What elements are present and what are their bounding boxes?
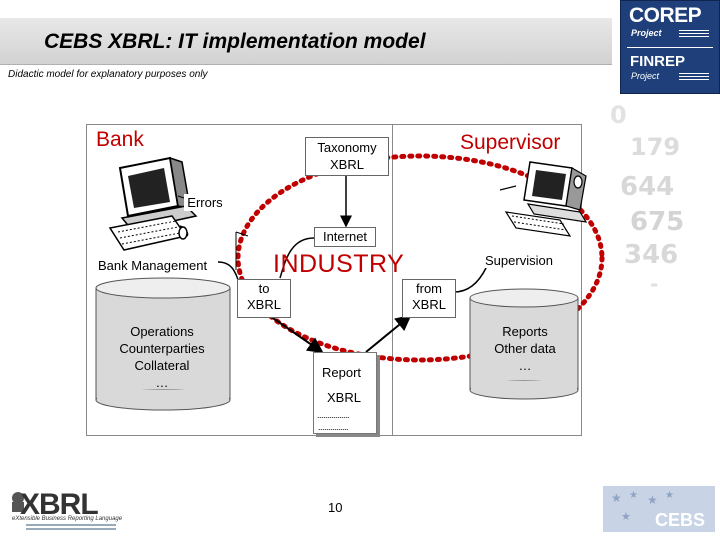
svg-text:★: ★ — [647, 493, 658, 507]
bank-db-item: Collateral — [134, 358, 190, 373]
toxbrl-to-report-arrow — [269, 315, 324, 354]
xbrl-logo — [6, 488, 122, 532]
svg-text:0: 0 — [610, 101, 627, 129]
bank-db-item: Operations — [130, 324, 194, 339]
supervisor-db-item: Reports — [502, 324, 548, 339]
svg-text:179: 179 — [630, 133, 680, 161]
report-to-fromxbrl-arrow — [365, 314, 412, 353]
stripes-icon — [679, 30, 709, 39]
svg-text:★: ★ — [611, 491, 622, 505]
page-number: 10 — [328, 500, 343, 515]
bank-db-item: Counterparties — [119, 341, 205, 356]
taxonomy-label: Taxonomy — [317, 140, 377, 155]
supervision-label: Supervision — [485, 253, 553, 268]
report-dots-line: ................ — [317, 410, 350, 420]
report-xbrl-label: XBRL — [327, 390, 361, 405]
bank-heading: Bank — [96, 128, 144, 151]
xbrl-logo-tagline: eXtensible Business Reporting Language — [12, 516, 123, 522]
report-document — [313, 352, 377, 434]
supervisor-database-icon — [469, 288, 579, 400]
logo-divider — [627, 47, 713, 48]
from-label: from — [416, 281, 442, 296]
bank-computer-icon — [108, 156, 198, 251]
bank-db-item: … — [155, 375, 169, 390]
to-xbrl-label: XBRL — [247, 297, 281, 312]
cebs-logo: ★ ★ ★ ★ ★ — [603, 486, 715, 532]
corep-logo-text: COREP — [629, 4, 702, 27]
corep-project-text: Project — [631, 28, 662, 38]
supervisor-computer-icon — [499, 161, 588, 237]
report-label: Report — [322, 365, 362, 380]
xbrl-logo-text: XBRL — [20, 488, 99, 521]
page-title: CEBS XBRL: IT implementation model — [44, 30, 426, 53]
bank-database-contents: Operations Counterparties Collateral … — [108, 323, 216, 391]
background-numbers-decoration: 0 179 644 675 346 - — [590, 95, 720, 295]
supervisor-heading: Supervisor — [460, 131, 561, 154]
svg-text:★: ★ — [621, 510, 631, 523]
bank-database-icon — [95, 277, 231, 411]
stripes-icon — [679, 73, 709, 82]
report-dots-line: ............... — [318, 422, 349, 432]
svg-text:644: 644 — [620, 172, 674, 202]
to-label: to — [258, 281, 270, 296]
svg-text:-: - — [650, 272, 658, 295]
supervisor-database-contents: Reports Other data … — [478, 323, 572, 374]
supervisor-db-item: Other data — [494, 341, 556, 356]
from-xbrl-box: from XBRL — [402, 279, 456, 318]
numbers-pattern-icon: 0 179 644 675 346 - — [610, 101, 684, 295]
finrep-project-text: Project — [631, 71, 660, 81]
taxonomy-xbrl-label: XBRL — [330, 157, 364, 172]
from-xbrl-label: XBRL — [412, 297, 446, 312]
fromxbrl-to-supervision-connector — [453, 267, 487, 293]
taxonomy-box: Taxonomy XBRL — [305, 137, 389, 176]
svg-text:346: 346 — [624, 240, 678, 270]
errors-label: Errors — [184, 194, 226, 211]
industry-label: INDUSTRY — [273, 250, 405, 278]
bank-management-label: Bank Management — [98, 258, 208, 273]
internet-to-toxbrl-connector — [279, 237, 315, 279]
svg-text:★: ★ — [665, 490, 674, 501]
to-xbrl-box: to XBRL — [237, 279, 291, 318]
svg-text:675: 675 — [630, 207, 684, 237]
stars-icon: ★ ★ ★ ★ ★ — [611, 490, 674, 523]
corep-finrep-logo: COREP Project FINREP Project — [620, 0, 720, 94]
industry-boundary — [235, 153, 605, 363]
finrep-logo-text: FINREP — [630, 53, 686, 70]
svg-text:★: ★ — [629, 490, 638, 501]
internet-side-connector — [235, 231, 249, 237]
page-subtitle: Didactic model for explanatory purposes … — [8, 69, 208, 80]
supervisor-db-item: … — [518, 358, 532, 373]
title-bar — [0, 18, 612, 65]
xbrl-logo-mark-icon — [12, 492, 116, 530]
internet-box: Internet — [314, 227, 376, 247]
cebs-logo-text: CEBS — [655, 510, 706, 530]
